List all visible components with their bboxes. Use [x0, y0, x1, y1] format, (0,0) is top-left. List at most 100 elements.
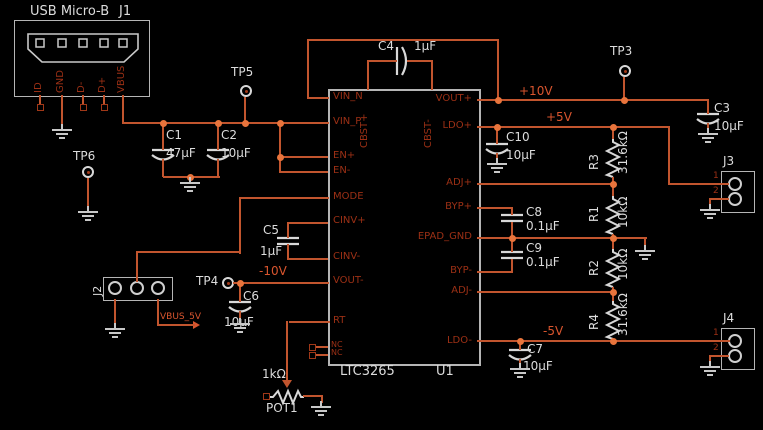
wire: [287, 222, 328, 224]
vbus-net-arrow-icon: [193, 321, 200, 329]
c5-ref: C5: [263, 223, 280, 237]
u1-pin-vin-p: VIN_P: [333, 116, 362, 127]
u1-pin-adj-plus: ADJ+: [446, 177, 472, 188]
tp3-label: TP3: [610, 44, 633, 58]
r4-ref: R4: [587, 314, 601, 330]
resistor-r4-symbol[interactable]: [604, 301, 622, 340]
resistor-r2-symbol[interactable]: [604, 249, 622, 288]
r1-ref: R1: [587, 206, 601, 222]
usb-pin-dplus: D+: [97, 76, 108, 93]
j3-pin2-number: 2: [713, 186, 719, 196]
j4-pin2-circle: [728, 349, 742, 363]
wire: [162, 159, 164, 177]
wire: [307, 97, 329, 99]
wire: [496, 126, 498, 144]
wire: [612, 183, 614, 196]
net-label-minus10v: -10V: [259, 264, 287, 278]
net-label-plus5v: +5V: [546, 110, 572, 124]
wire: [279, 122, 281, 173]
junction-dot: [609, 234, 617, 242]
junction-dot: [609, 123, 617, 131]
wire: [136, 251, 138, 282]
wire: [612, 291, 614, 301]
c2-ref: C2: [221, 128, 238, 142]
net-label-minus5v: -5V: [543, 324, 564, 338]
ground-symbol: [180, 177, 200, 192]
u1-pin-en-minus: EN-: [333, 165, 351, 176]
c10-ref: C10: [506, 130, 530, 144]
junction-dot: [241, 119, 249, 127]
junction-dot: [609, 288, 617, 296]
testpoint-tp5[interactable]: [240, 85, 252, 97]
wire: [122, 122, 329, 124]
u1-pin-epad-gnd: EPAD_GND: [417, 231, 472, 242]
u1-pin-en-plus: EN+: [333, 150, 356, 161]
pot1-wiper-arrow-icon: [282, 380, 292, 388]
wire: [431, 60, 433, 90]
testpoint-tp3[interactable]: [619, 65, 631, 77]
wire: [39, 95, 41, 105]
junction-dot: [236, 279, 244, 287]
u1-pin-nc2: NC: [331, 348, 343, 357]
wire: [707, 123, 709, 129]
potentiometer-pot1-symbol[interactable]: [270, 388, 304, 406]
wire: [710, 198, 729, 200]
wire: [157, 299, 159, 326]
u1-pin-nc1: NC: [331, 340, 343, 349]
wire: [511, 222, 513, 239]
j2-pin1-circle: [108, 281, 122, 295]
wire: [477, 99, 709, 101]
tp4-label: TP4: [196, 274, 219, 288]
wire: [477, 183, 613, 185]
usb-pin-dminus: D-: [76, 81, 87, 93]
c10-value: 10µF: [506, 148, 536, 162]
unconnected-pin-pad: [101, 104, 108, 111]
wire: [122, 95, 124, 124]
u1-pin-rt: RT: [333, 315, 346, 326]
wire: [709, 198, 711, 206]
junction-dot: [493, 123, 501, 131]
junction-dot: [276, 153, 284, 161]
c4-ref: C4: [378, 39, 395, 53]
tp6-label: TP6: [73, 149, 96, 163]
u1-pin-mode: MODE: [333, 191, 364, 202]
wire: [280, 171, 328, 173]
c9-value: 0.1µF: [526, 255, 560, 269]
junction-dot: [516, 337, 524, 345]
c8-ref: C8: [526, 205, 543, 219]
wire: [710, 355, 729, 357]
wire: [477, 207, 513, 209]
net-label-plus10v: +10V: [519, 84, 553, 98]
u1-pin-cinv-minus: CINV-: [333, 251, 361, 262]
wire: [233, 282, 329, 284]
usb-receptacle-icon: [27, 33, 139, 63]
wire: [496, 153, 498, 159]
c6-ref: C6: [243, 289, 260, 303]
capacitor-c8-symbol[interactable]: [500, 212, 524, 224]
wire: [61, 95, 63, 126]
wire: [286, 321, 288, 380]
wire: [511, 259, 513, 273]
resistor-r3-symbol[interactable]: [604, 139, 622, 178]
capacitor-c9-symbol[interactable]: [500, 249, 524, 261]
wire: [287, 223, 289, 238]
ic-u1-symbol[interactable]: [328, 89, 481, 366]
resistor-r1-symbol[interactable]: [604, 196, 622, 235]
r2-ref: R2: [587, 260, 601, 276]
wire: [612, 126, 614, 139]
u1-pin-ldo-plus: LDO+: [442, 120, 472, 131]
wire: [239, 197, 329, 199]
r3-ref: R3: [587, 154, 601, 170]
wire: [303, 395, 322, 397]
wire: [239, 283, 241, 302]
junction-dot: [620, 96, 628, 104]
testpoint-tp6[interactable]: [82, 166, 94, 178]
wire: [103, 95, 105, 105]
u1-pin-vout-minus: VOUT-: [333, 275, 364, 286]
wire: [511, 207, 513, 215]
capacitor-c4-symbol[interactable]: [394, 46, 408, 76]
wire: [477, 291, 613, 293]
j4-pin2-number: 2: [713, 343, 719, 353]
usb-title: USB Micro-B: [30, 4, 110, 19]
ground-symbol: [698, 128, 718, 143]
